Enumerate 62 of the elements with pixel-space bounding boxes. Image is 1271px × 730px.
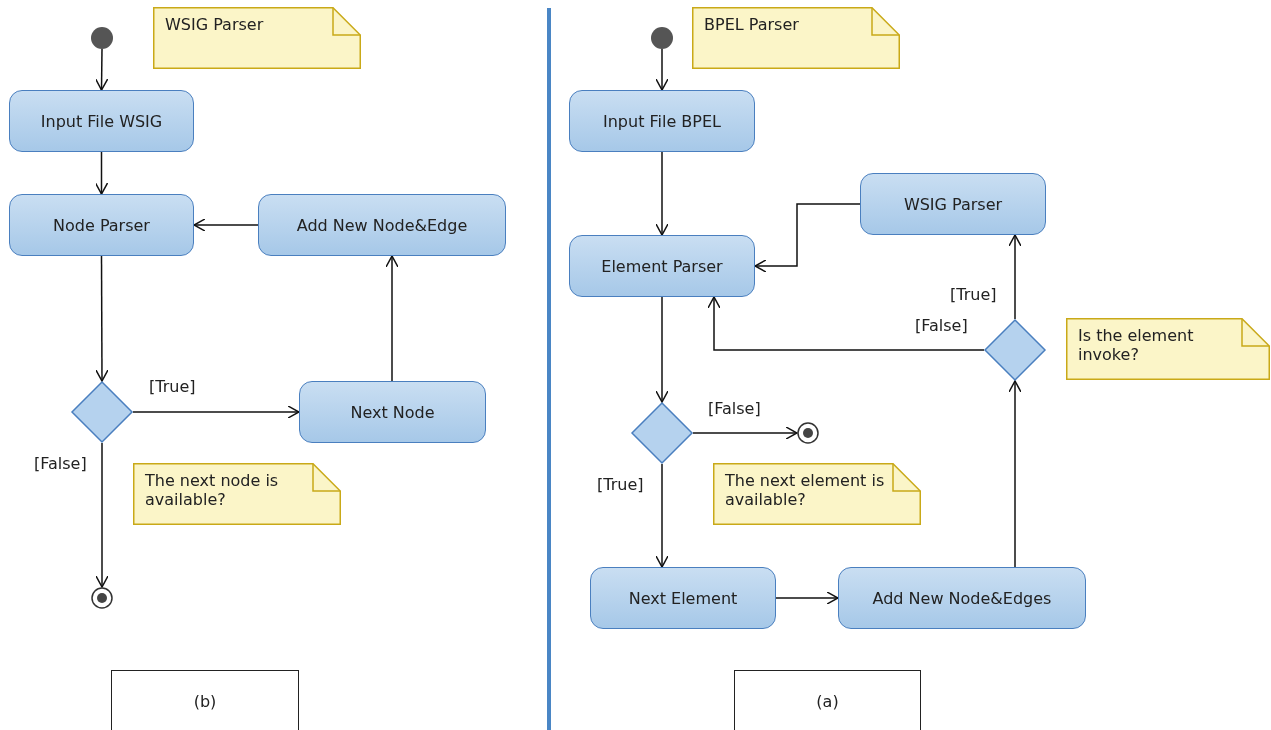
end-node bbox=[91, 587, 113, 609]
arrow bbox=[692, 426, 798, 440]
caption-box bbox=[734, 670, 921, 730]
action-label: Element Parser bbox=[601, 256, 723, 276]
edge-label: [False] bbox=[706, 399, 763, 418]
arrow bbox=[95, 255, 109, 382]
note bbox=[713, 463, 921, 525]
note-text: WSIG Parser bbox=[165, 15, 265, 34]
edge-label: [True] bbox=[595, 475, 646, 494]
action-label: Add New Node&Edge bbox=[296, 215, 468, 235]
note-text: The next node is available? bbox=[145, 471, 280, 509]
edge-label: [False] bbox=[913, 316, 970, 335]
note-text: Is the element invoke? bbox=[1078, 326, 1195, 364]
arrow bbox=[132, 405, 300, 419]
start-node bbox=[651, 27, 673, 49]
action-box bbox=[258, 194, 506, 256]
arrow bbox=[655, 463, 669, 568]
arrow bbox=[655, 151, 669, 236]
note bbox=[692, 7, 900, 69]
arrow bbox=[1008, 234, 1022, 320]
arrow bbox=[655, 48, 669, 91]
arrow bbox=[95, 442, 109, 588]
action-label: Add New Node&Edges bbox=[872, 588, 1052, 608]
action-box bbox=[590, 567, 776, 629]
action-label: WSIG Parser bbox=[903, 194, 1003, 214]
note-text: BPEL Parser bbox=[704, 15, 800, 34]
note-text: The next element is available? bbox=[725, 471, 886, 509]
note bbox=[153, 7, 361, 69]
end-node bbox=[797, 422, 819, 444]
start-node bbox=[91, 27, 113, 49]
arrow bbox=[775, 591, 839, 605]
arrow bbox=[94, 151, 109, 195]
decision-diamond bbox=[984, 319, 1046, 381]
panel-label: (a) bbox=[816, 691, 839, 711]
action-label: Input File WSIG bbox=[40, 111, 163, 131]
note bbox=[1066, 318, 1270, 380]
arrow bbox=[193, 218, 259, 232]
action-box bbox=[299, 381, 486, 443]
note bbox=[133, 463, 341, 525]
action-box bbox=[9, 90, 194, 152]
arrow bbox=[1008, 380, 1022, 568]
action-label: Next Node bbox=[350, 402, 435, 422]
arrow bbox=[94, 48, 109, 91]
decision-diamond bbox=[71, 381, 133, 443]
action-label: Input File BPEL bbox=[603, 111, 721, 131]
action-box bbox=[9, 194, 194, 256]
caption-box bbox=[111, 670, 299, 730]
action-label: Next Element bbox=[628, 588, 738, 608]
action-box bbox=[569, 90, 755, 152]
action-box bbox=[860, 173, 1046, 235]
action-label: Node Parser bbox=[53, 215, 150, 235]
decision-diamond bbox=[631, 402, 693, 464]
edge-label: [True] bbox=[147, 377, 198, 396]
action-box bbox=[838, 567, 1086, 629]
edge-label: [False] bbox=[32, 454, 89, 473]
arrow bbox=[655, 296, 669, 403]
panel-label: (b) bbox=[193, 691, 217, 711]
arrow bbox=[707, 296, 985, 351]
arrow bbox=[385, 255, 399, 382]
edge-label: [True] bbox=[948, 285, 999, 304]
action-box bbox=[569, 235, 755, 297]
arrow bbox=[754, 203, 861, 273]
